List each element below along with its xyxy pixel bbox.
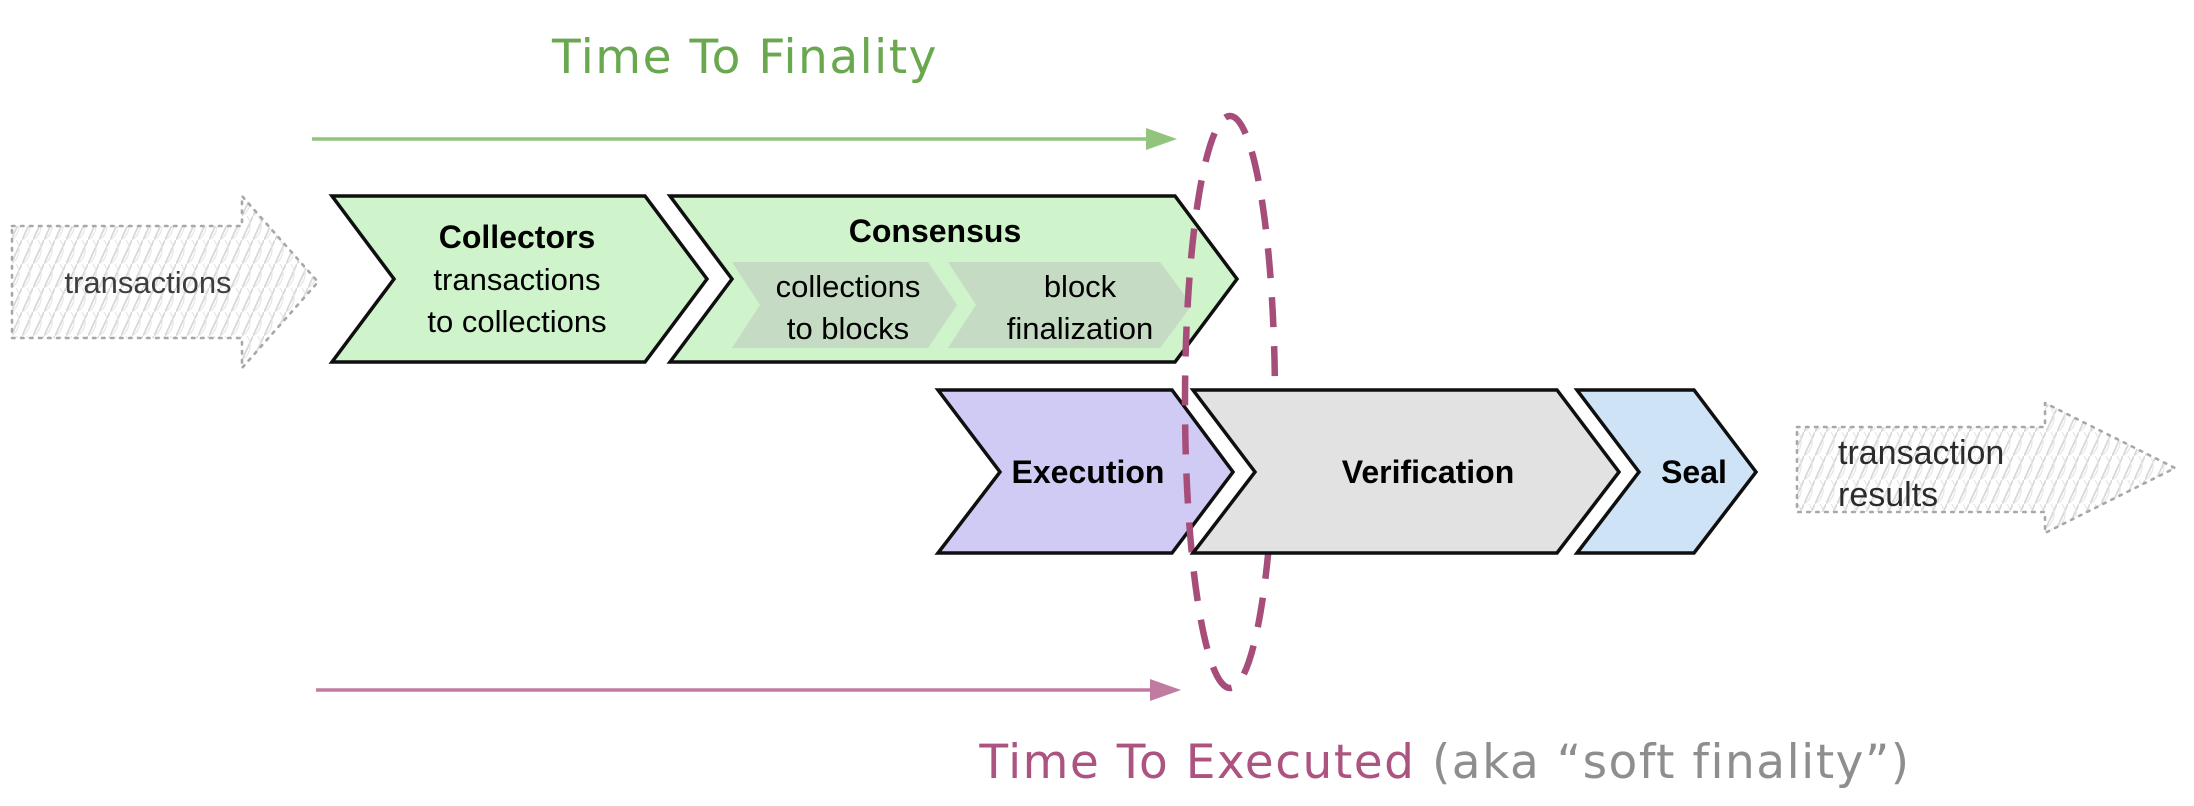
time-to-finality-title: Time To Finality	[551, 30, 938, 85]
consensus-title: Consensus	[849, 213, 1021, 249]
output-label-line2: results	[1838, 476, 1938, 514]
transactions-input-label: transactions	[64, 265, 231, 300]
seal-chevron	[1573, 388, 1759, 555]
collectors-chevron	[328, 194, 710, 364]
soft-finality-note: (aka “soft finality”)	[1432, 735, 1911, 790]
transaction-results-arrow-shape	[1795, 401, 2177, 535]
block-finalization-line2: finalization	[1007, 311, 1153, 346]
collectors-stage: Collectors transactions to collections	[328, 194, 710, 364]
transactions-input-arrow: transactions	[10, 194, 320, 370]
consensus-stage: Consensus collections to blocks block fi…	[666, 194, 1240, 364]
collectors-subtitle-line1: transactions	[433, 262, 600, 297]
collections-to-blocks-line1: collections	[776, 269, 921, 304]
verification-stage: Verification	[1189, 388, 1622, 555]
execution-chevron	[934, 388, 1236, 555]
collections-to-blocks-line2: to blocks	[787, 311, 909, 346]
transactions-arrow-shape	[10, 194, 320, 370]
seal-title: Seal	[1661, 454, 1727, 490]
block-finalization-line1: block	[1044, 269, 1117, 304]
block-finalization-subchevron	[948, 262, 1192, 348]
collections-to-blocks-subchevron	[732, 262, 957, 348]
execution-stage: Execution	[934, 388, 1236, 555]
executed-arrowhead-icon	[1150, 679, 1181, 701]
time-to-executed-label: Time To Executed	[978, 735, 1415, 790]
finality-arrowhead-icon	[1146, 128, 1177, 150]
seal-stage: Seal	[1573, 388, 1759, 555]
executed-arrow	[316, 679, 1181, 701]
collectors-title: Collectors	[439, 219, 595, 255]
collectors-subtitle-line2: to collections	[427, 304, 606, 339]
transaction-results-output-arrow: transaction results	[1795, 401, 2177, 535]
verification-chevron	[1189, 388, 1622, 555]
output-label-line1: transaction	[1838, 434, 2004, 472]
time-to-executed-title: Time To Executed (aka “soft finality”)	[978, 735, 1910, 790]
finality-arrow	[312, 128, 1177, 150]
verification-title: Verification	[1342, 454, 1515, 490]
execution-title: Execution	[1012, 454, 1165, 490]
